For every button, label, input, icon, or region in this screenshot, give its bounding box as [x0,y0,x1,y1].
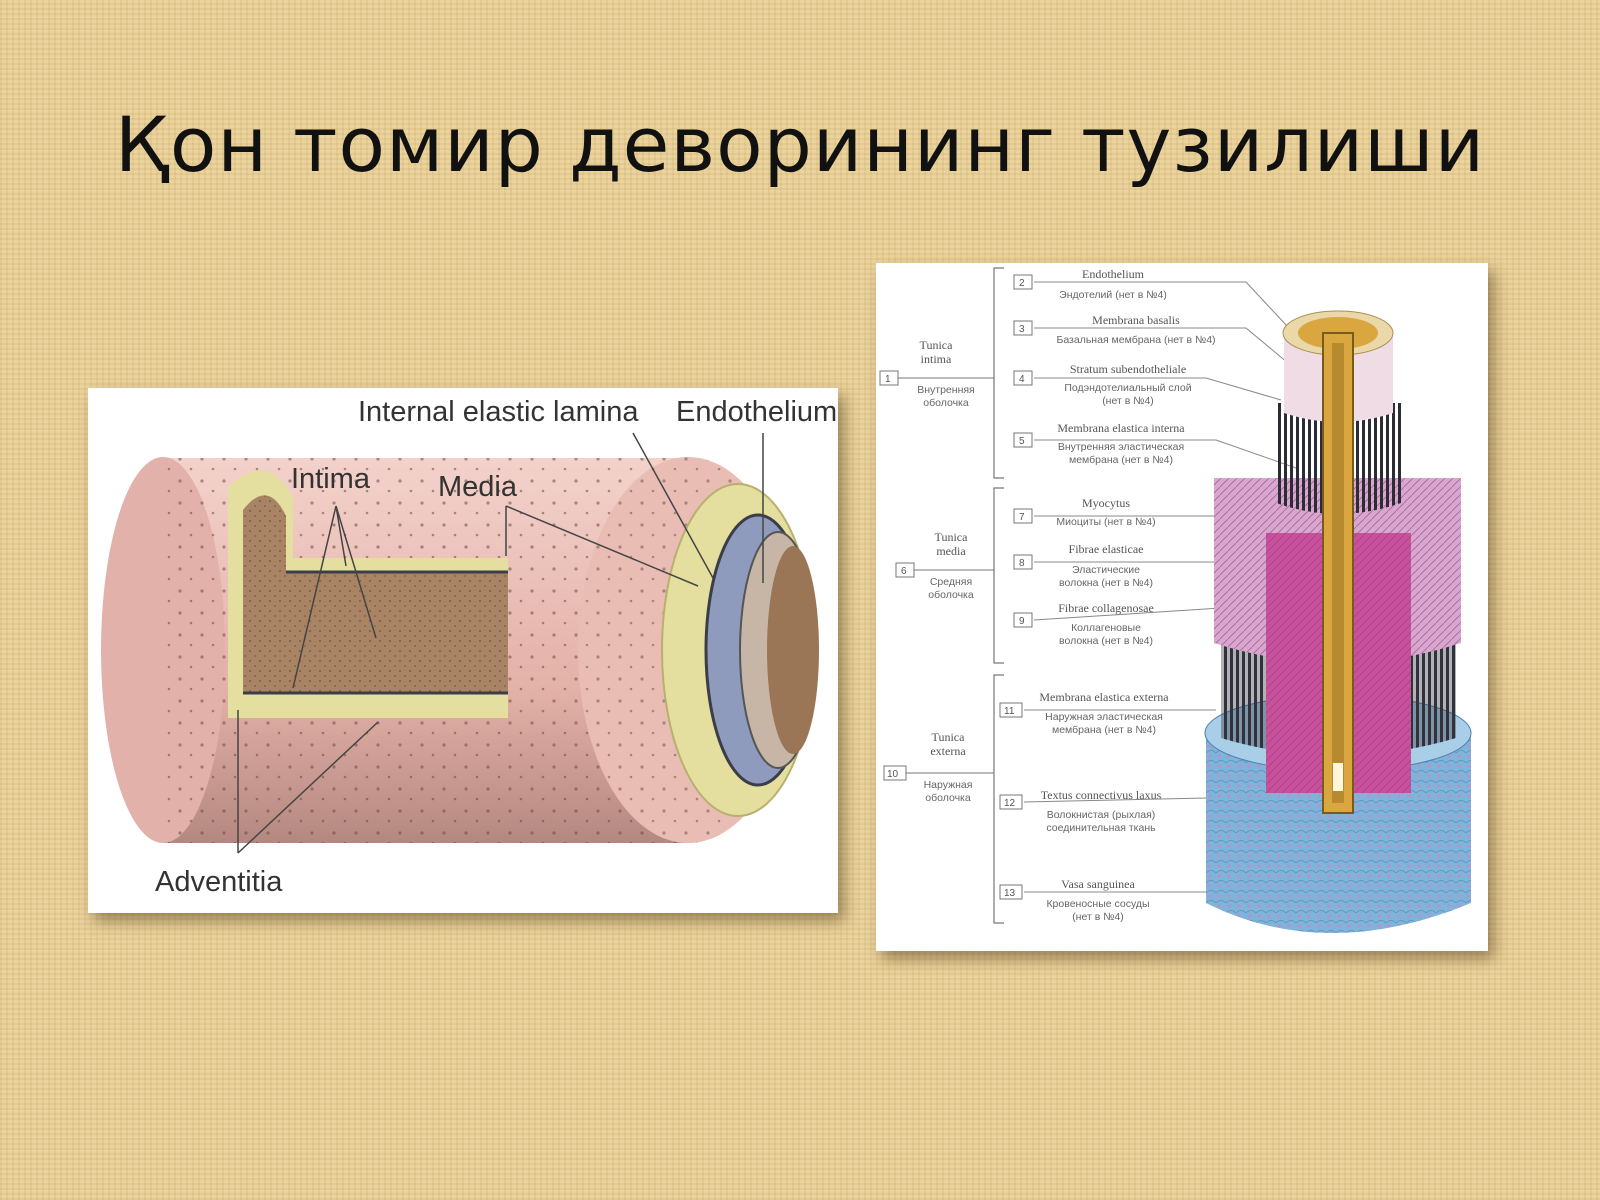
svg-text:9: 9 [1019,616,1025,627]
svg-text:12: 12 [1004,798,1016,809]
item-myocytus: 7 Myocytus Миоциты (нет в №4) [1013,496,1156,528]
svg-text:Tunica: Tunica [935,530,969,544]
item-membrana-elastica-externa: 11 Membrana elastica externa Наружная эл… [999,690,1169,736]
label-intima: Intima [291,463,371,495]
svg-text:Fibrae collagenosae: Fibrae collagenosae [1058,601,1154,615]
svg-text:8: 8 [1019,558,1025,569]
artery-cutaway-diagram: Internal elastic lamina Endothelium Inti… [101,396,837,898]
left-diagram-panel: Internal elastic lamina Endothelium Inti… [88,388,838,913]
svg-text:10: 10 [887,769,899,780]
svg-text:2: 2 [1019,278,1025,289]
label-adventitia: Adventitia [155,866,283,898]
svg-text:соединительная ткань: соединительная ткань [1046,822,1156,834]
svg-text:оболочка: оболочка [923,397,969,409]
item-stratum-subendotheliale: 4 Stratum subendotheliale Подэндотелиаль… [1013,362,1192,407]
svg-text:Tunica: Tunica [920,338,954,352]
svg-text:Внутренняя: Внутренняя [917,384,975,396]
svg-text:Membrana elastica interna: Membrana elastica interna [1057,421,1185,435]
svg-text:Vasa sanguinea: Vasa sanguinea [1061,877,1135,891]
item-fibrae-elasticae: 8 Fibrae elasticae Эластические волокна … [1013,542,1153,589]
svg-text:мембрана (нет в №4): мембрана (нет в №4) [1069,454,1173,466]
svg-text:волокна (нет в №4): волокна (нет в №4) [1059,635,1153,647]
svg-text:Fibrae elasticae: Fibrae elasticae [1069,542,1144,556]
svg-text:externa: externa [930,744,966,758]
svg-text:Membrana elastica externa: Membrana elastica externa [1039,690,1169,704]
svg-text:Миоциты (нет в №4): Миоциты (нет в №4) [1056,516,1155,528]
svg-text:оболочка: оболочка [925,792,971,804]
label-endothelium: Endothelium [676,396,837,428]
right-diagram-panel: 1 Tunica intima Внутренняя оболочка 6 Tu… [876,263,1488,951]
svg-text:оболочка: оболочка [928,589,974,601]
svg-text:Myocytus: Myocytus [1082,496,1130,510]
label-media: Media [438,471,518,503]
svg-text:Эластические: Эластические [1072,564,1140,576]
svg-text:5: 5 [1019,436,1025,447]
svg-text:Кровеносные сосуды: Кровеносные сосуды [1046,898,1149,910]
item-vasa-sanguinea: 13 Vasa sanguinea Кровеносные сосуды (не… [999,877,1150,923]
vessel-layer-stack [1204,310,1472,933]
svg-text:Наружная эластическая: Наружная эластическая [1045,711,1163,723]
svg-text:Внутренняя эластическая: Внутренняя эластическая [1058,441,1184,453]
svg-text:мембрана (нет в №4): мембрана (нет в №4) [1052,724,1156,736]
svg-text:6: 6 [901,566,907,577]
svg-text:Средняя: Средняя [930,576,972,588]
svg-text:11: 11 [1004,706,1015,717]
svg-text:Membrana basalis: Membrana basalis [1092,313,1180,327]
item-textus-connectivus-laxus: 12 Textus connectivus laxus Волокнистая … [999,788,1162,834]
slide-title: Қон томир деворининг тузилиши [114,100,1486,189]
svg-text:4: 4 [1019,374,1025,385]
svg-text:Эндотелий (нет в №4): Эндотелий (нет в №4) [1059,289,1167,301]
group-tunica-externa: 10 Tunica externa Наружная оболочка [883,730,973,804]
group-tunica-intima: 1 Tunica intima Внутренняя оболочка [879,338,975,409]
svg-text:13: 13 [1004,888,1016,899]
item-membrana-elastica-interna: 5 Membrana elastica interna Внутренняя э… [1013,421,1185,466]
svg-text:Базальная мембрана (нет в №4): Базальная мембрана (нет в №4) [1056,334,1215,346]
item-endothelium: 2 Endothelium Эндотелий (нет в №4) [1013,267,1167,301]
svg-text:Endothelium: Endothelium [1082,267,1145,281]
svg-text:7: 7 [1019,512,1025,523]
svg-text:Волокнистая (рыхлая): Волокнистая (рыхлая) [1047,809,1156,821]
label-internal-elastic-lamina: Internal elastic lamina [358,396,639,428]
svg-text:Наружная: Наружная [924,779,973,791]
svg-text:intima: intima [921,352,952,366]
lumen-end [767,546,819,754]
svg-text:Textus connectivus laxus: Textus connectivus laxus [1041,788,1162,802]
svg-text:(нет в №4): (нет в №4) [1072,911,1124,923]
svg-text:волокна (нет в №4): волокна (нет в №4) [1059,577,1153,589]
svg-text:1: 1 [885,374,891,385]
svg-text:Stratum subendotheliale: Stratum subendotheliale [1070,362,1186,376]
svg-text:Подэндотелиальный слой: Подэндотелиальный слой [1064,382,1191,394]
svg-text:(нет в №4): (нет в №4) [1102,395,1154,407]
svg-text:Коллагеновые: Коллагеновые [1071,622,1141,634]
svg-text:Tunica: Tunica [932,730,966,744]
svg-text:media: media [936,544,966,558]
vessel-layers-diagram: 1 Tunica intima Внутренняя оболочка 6 Tu… [879,267,1472,933]
svg-text:3: 3 [1019,324,1025,335]
item-fibrae-collagenosae: 9 Fibrae collagenosae Коллагеновые волок… [1013,601,1154,647]
group-tunica-media: 6 Tunica media Средняя оболочка [895,530,974,601]
item-membrana-basalis: 3 Membrana basalis Базальная мембрана (н… [1013,313,1216,346]
